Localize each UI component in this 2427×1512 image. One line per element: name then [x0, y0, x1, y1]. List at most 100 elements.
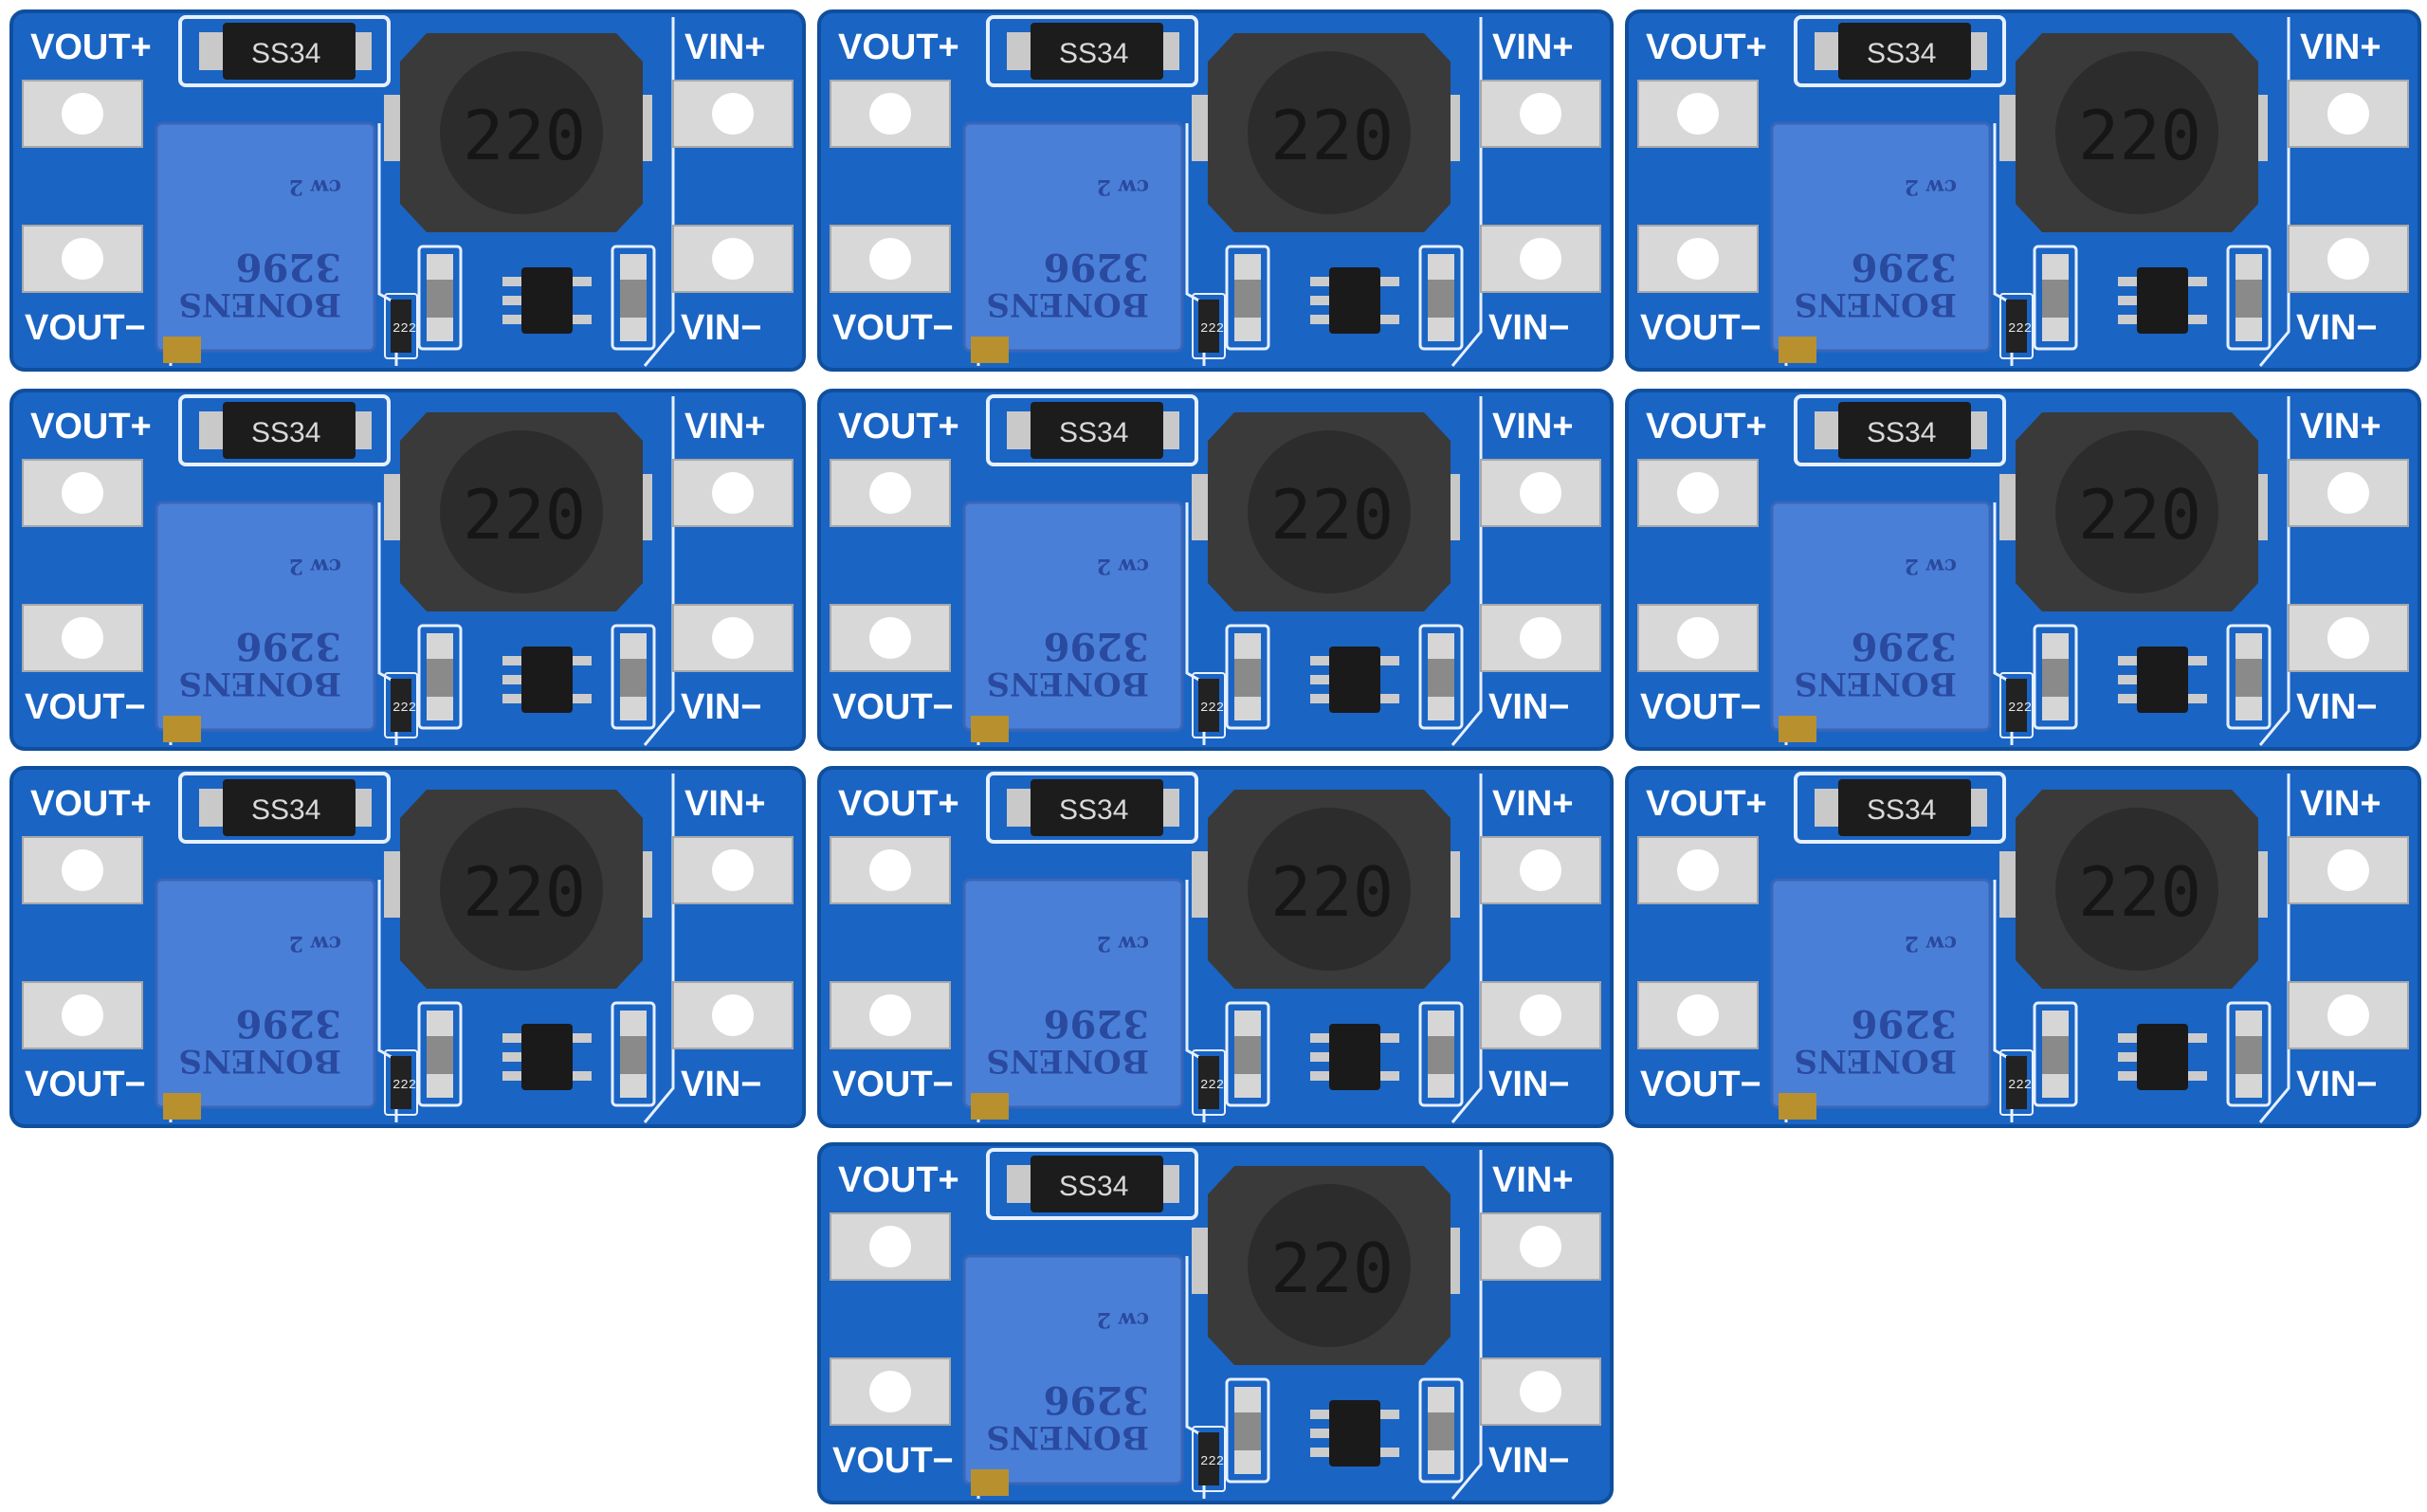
vout-minus-pad[interactable] [22, 981, 143, 1049]
boost-converter-board: VOUT+ VOUT− VIN+ VIN− SS34 220 BONENS 32… [1625, 766, 2421, 1128]
vin-minus-pad[interactable] [672, 981, 794, 1049]
boost-converter-board: VOUT+ VOUT− VIN+ VIN− SS34 220 BONENS 32… [817, 389, 1614, 751]
vout-plus-pad[interactable] [22, 836, 143, 904]
vin-minus-pad[interactable] [672, 604, 794, 672]
vout-plus-pad[interactable] [830, 1212, 951, 1281]
label-vout-plus: VOUT+ [838, 407, 959, 446]
capacitor-left [1225, 1001, 1270, 1107]
label-vout-plus: VOUT+ [838, 1160, 959, 1200]
vout-minus-pad[interactable] [22, 604, 143, 672]
vout-plus-pad[interactable] [1637, 836, 1759, 904]
vout-plus-pad[interactable] [22, 459, 143, 527]
vin-minus-pad[interactable] [672, 225, 794, 293]
pot-brand: BONENS [178, 285, 341, 323]
capacitor-left [417, 1001, 463, 1107]
label-vout-minus: VOUT− [832, 308, 954, 348]
trimmer-potentiometer[interactable]: BONENS 3296 cw 2 [962, 1254, 1184, 1496]
vin-plus-pad[interactable] [1480, 459, 1601, 527]
trimmer-potentiometer[interactable]: BONENS 3296 cw 2 [1770, 501, 1992, 742]
resistor-marking: 222 [1200, 701, 1224, 716]
trimmer-potentiometer[interactable]: BONENS 3296 cw 2 [962, 878, 1184, 1120]
label-vin-plus: VIN+ [1492, 407, 1574, 446]
vin-plus-pad[interactable] [2288, 459, 2409, 527]
pot-cw: cw 2 [1905, 174, 1957, 199]
vout-minus-pad[interactable] [1637, 225, 1759, 293]
capacitor-left [1225, 245, 1270, 351]
vin-plus-pad[interactable] [1480, 1212, 1601, 1281]
inductor-marking: 220 [2078, 475, 2201, 555]
vin-minus-pad[interactable] [2288, 225, 2409, 293]
inductor-marking: 220 [1270, 96, 1394, 175]
label-vin-minus: VIN− [1488, 308, 1570, 348]
vout-plus-pad[interactable] [1637, 459, 1759, 527]
vout-plus-pad[interactable] [22, 80, 143, 148]
smd-resistor: 222 [1999, 672, 2034, 738]
vout-plus-pad[interactable] [1637, 80, 1759, 148]
diode-outline [178, 15, 391, 87]
resistor-marking: 222 [1200, 1078, 1224, 1093]
diode-outline [986, 15, 1198, 87]
inductor-marking: 220 [1270, 475, 1394, 555]
diode-outline [1794, 772, 2006, 844]
diode-marking: SS34 [251, 38, 320, 69]
trimmer-potentiometer[interactable]: BONENS 3296 cw 2 [1770, 878, 1992, 1120]
schottky-diode: SS34 [199, 402, 372, 459]
vin-plus-pad[interactable] [2288, 80, 2409, 148]
vout-minus-pad[interactable] [1637, 604, 1759, 672]
vin-plus-pad[interactable] [672, 80, 794, 148]
schottky-diode: SS34 [199, 23, 372, 80]
vout-minus-pad[interactable] [830, 981, 951, 1049]
pot-model: 3296 [1852, 1001, 1957, 1046]
vin-minus-pad[interactable] [2288, 604, 2409, 672]
inductor-marking: 220 [2078, 96, 2201, 175]
trimmer-potentiometer[interactable]: BONENS 3296 cw 2 [155, 878, 376, 1120]
trimmer-potentiometer[interactable]: BONENS 3296 cw 2 [962, 121, 1184, 363]
vin-minus-pad[interactable] [1480, 1357, 1601, 1426]
boost-ic [502, 647, 592, 713]
power-inductor: 220 [384, 790, 652, 989]
vout-plus-pad[interactable] [830, 80, 951, 148]
vout-minus-pad[interactable] [830, 225, 951, 293]
vin-plus-pad[interactable] [672, 836, 794, 904]
schottky-diode: SS34 [1007, 402, 1179, 459]
power-inductor: 220 [1192, 412, 1460, 611]
vout-plus-pad[interactable] [830, 836, 951, 904]
smd-resistor: 222 [384, 1049, 418, 1116]
vout-minus-pad[interactable] [1637, 981, 1759, 1049]
trimmer-potentiometer[interactable]: BONENS 3296 cw 2 [155, 501, 376, 742]
capacitor-right [611, 245, 656, 351]
vout-minus-pad[interactable] [22, 225, 143, 293]
vout-plus-pad[interactable] [830, 459, 951, 527]
smd-resistor: 222 [1192, 1426, 1226, 1492]
label-vout-minus: VOUT− [1640, 687, 1761, 727]
vin-minus-pad[interactable] [1480, 604, 1601, 672]
power-inductor: 220 [384, 412, 652, 611]
label-vin-plus: VIN+ [2300, 27, 2381, 67]
vin-minus-pad[interactable] [1480, 981, 1601, 1049]
pot-cw: cw 2 [289, 554, 341, 578]
vin-minus-pad[interactable] [1480, 225, 1601, 293]
pot-model: 3296 [1852, 624, 1957, 668]
trimmer-potentiometer[interactable]: BONENS 3296 cw 2 [155, 121, 376, 363]
vin-minus-pad[interactable] [2288, 981, 2409, 1049]
label-vin-minus: VIN− [681, 1065, 762, 1104]
trimmer-potentiometer[interactable]: BONENS 3296 cw 2 [1770, 121, 1992, 363]
pot-cw: cw 2 [1097, 174, 1149, 199]
vout-minus-pad[interactable] [830, 604, 951, 672]
trimmer-potentiometer[interactable]: BONENS 3296 cw 2 [962, 501, 1184, 742]
vout-minus-pad[interactable] [830, 1357, 951, 1426]
diode-outline [178, 772, 391, 844]
label-vout-plus: VOUT+ [30, 407, 152, 446]
resistor-marking: 222 [392, 321, 416, 337]
vin-plus-pad[interactable] [2288, 836, 2409, 904]
label-vout-plus: VOUT+ [1646, 784, 1767, 824]
vin-plus-pad[interactable] [1480, 836, 1601, 904]
power-inductor: 220 [384, 33, 652, 232]
inductor-marking: 220 [1270, 852, 1394, 932]
vin-plus-pad[interactable] [672, 459, 794, 527]
boost-converter-board: VOUT+ VOUT− VIN+ VIN− SS34 220 BONENS 32… [9, 766, 806, 1128]
vin-plus-pad[interactable] [1480, 80, 1601, 148]
pot-brand: BONENS [986, 285, 1149, 323]
diode-outline [1794, 394, 2006, 466]
power-inductor: 220 [1999, 33, 2268, 232]
